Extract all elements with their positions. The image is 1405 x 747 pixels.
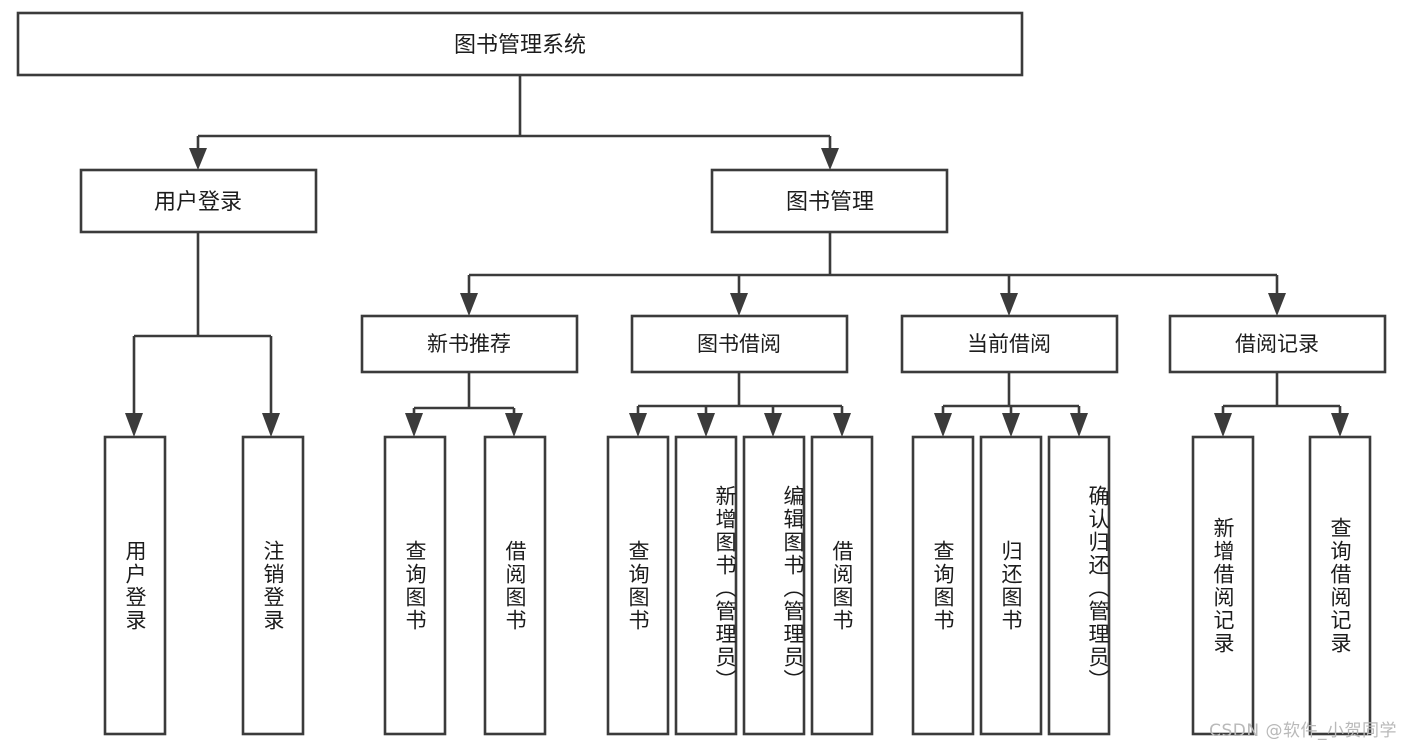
node-book-management[interactable]: 图书管理 <box>710 168 949 234</box>
node-new-book-recommend-label: 新书推荐 <box>427 332 511 356</box>
connector-userlogin-to-leaves <box>125 232 280 437</box>
node-root[interactable]: 图书管理系统 <box>16 11 1024 77</box>
node-borrow-record[interactable]: 借阅记录 <box>1168 314 1387 374</box>
leaf-box-confirm-return[interactable] <box>1047 435 1111 736</box>
connector-borrowrecord-to-leaves <box>1214 372 1349 437</box>
node-current-borrow[interactable]: 当前借阅 <box>900 314 1119 374</box>
node-borrow-record-label: 借阅记录 <box>1235 332 1319 356</box>
leaf-box-query-record[interactable] <box>1308 435 1372 736</box>
node-book-management-label: 图书管理 <box>786 190 874 215</box>
leaf-box-edit-book[interactable] <box>742 435 806 736</box>
leaf-box-return-book[interactable] <box>979 435 1043 736</box>
leaf-box-query-book-3[interactable] <box>911 435 975 736</box>
leaf-box-query-book-2[interactable] <box>606 435 670 736</box>
watermark: CSDN @软件_小贺同学 <box>1209 721 1397 741</box>
leaf-box-user-login[interactable] <box>103 435 167 736</box>
node-root-label: 图书管理系统 <box>454 33 586 58</box>
node-book-borrow-label: 图书借阅 <box>697 332 781 356</box>
connector-currentborrow-to-leaves <box>934 372 1088 437</box>
node-new-book-recommend[interactable]: 新书推荐 <box>360 314 579 374</box>
leaf-box-borrow-book-2[interactable] <box>810 435 874 736</box>
leaf-box-add-book[interactable] <box>674 435 738 736</box>
leaf-box-add-record[interactable] <box>1191 435 1255 736</box>
leaf-box-query-book-1[interactable] <box>383 435 447 736</box>
node-current-borrow-label: 当前借阅 <box>967 332 1051 356</box>
node-user-login[interactable]: 用户登录 <box>79 168 318 234</box>
leaf-box-borrow-book-1[interactable] <box>483 435 547 736</box>
connector-newbook-to-leaves <box>405 372 523 437</box>
node-book-borrow[interactable]: 图书借阅 <box>630 314 849 374</box>
connector-root-to-level2 <box>189 75 839 170</box>
leaf-box-logout-login[interactable] <box>241 435 305 736</box>
connector-bookborrow-to-leaves <box>629 372 851 437</box>
connector-bookmgmt-to-level3 <box>460 232 1286 316</box>
node-user-login-label: 用户登录 <box>154 190 242 215</box>
